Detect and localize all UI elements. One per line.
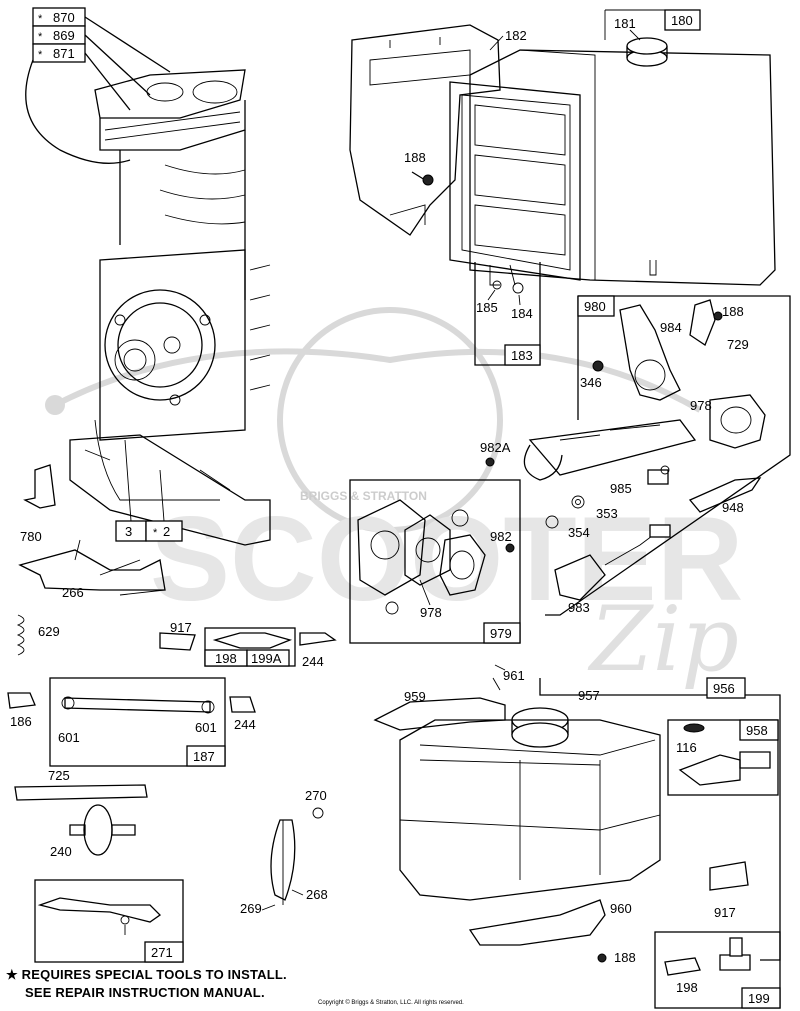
star-icon: ★: [6, 967, 18, 982]
part-label-188: 188: [614, 950, 636, 965]
strap-assembly-183: 183 185 184: [474, 262, 541, 366]
part-label-346: 346: [580, 375, 602, 390]
star-mark: *: [38, 13, 43, 25]
watermark: SCOOTER BRIGGS & STRATTON Zip: [45, 307, 743, 692]
part-label-184: 184: [511, 306, 533, 321]
part-label-960: 960: [610, 901, 632, 916]
part-label-116: 116: [676, 740, 697, 755]
part-label-198: 198: [676, 980, 698, 995]
part-label-978: 978: [420, 605, 442, 620]
part-label-959: 959: [404, 689, 426, 704]
part-label-871: 871: [53, 46, 75, 61]
part-268-270-drawing: 270 268 269: [240, 788, 328, 916]
part-label-268: 268: [306, 887, 328, 902]
watermark-brand-text: BRIGGS & STRATTON: [300, 489, 427, 503]
part-label-870: 870: [53, 10, 75, 25]
part-label-629: 629: [38, 624, 60, 639]
part-271-drawing: 271: [34, 879, 184, 963]
part-label-957: 957: [578, 688, 600, 703]
part-label-983: 983: [568, 600, 590, 615]
part-label-183: 183: [511, 348, 533, 363]
part-629-drawing: 629: [16, 614, 60, 656]
part-label-199a: 199A: [251, 651, 282, 666]
part-label-244: 244: [302, 654, 324, 669]
part-label-958: 958: [746, 723, 768, 738]
part-label-601: 601: [195, 720, 217, 735]
part-label-729: 729: [727, 337, 749, 352]
repair-manual-note: SEE REPAIR INSTRUCTION MANUAL.: [25, 985, 265, 1000]
part-label-266: 266: [62, 585, 84, 600]
star-mark: *: [38, 31, 43, 43]
note-line-1: REQUIRES SPECIAL TOOLS TO INSTALL.: [21, 967, 287, 982]
gasket-label-group: * 870 * 869 * 871: [25, 7, 171, 164]
part-label-601: 601: [58, 730, 80, 745]
part-label-271: 271: [151, 945, 173, 960]
engine-block-drawing: [69, 69, 271, 546]
part-label-181: 181: [614, 16, 636, 31]
part-label-780: 780: [20, 529, 42, 544]
watermark-scooter-text: SCOOTER: [150, 492, 743, 626]
part-label-982: 982: [490, 529, 512, 544]
part-label-725: 725: [48, 768, 70, 783]
special-tools-note: ★ REQUIRES SPECIAL TOOLS TO INSTALL.: [6, 967, 287, 983]
part-label-180: 180: [671, 13, 693, 28]
part-label-961: 961: [503, 668, 525, 683]
star-mark: *: [153, 527, 158, 539]
part-label-244: 244: [234, 717, 256, 732]
part-label-917: 917: [714, 905, 736, 920]
part-label-354: 354: [568, 525, 590, 540]
part-label-188: 188: [404, 150, 426, 165]
part-label-982a: 982A: [480, 440, 511, 455]
part-780-drawing: 780: [20, 464, 56, 544]
part-label-980: 980: [584, 299, 606, 314]
watermark-zip-text: Zip: [587, 587, 739, 692]
part-266-drawing: 266: [18, 539, 166, 600]
part-725-drawing: 725: [14, 768, 148, 801]
part-label-2: 2: [163, 524, 170, 539]
part-label-188: 188: [722, 304, 744, 319]
part-917-198-drawing: 917 198 199A 244: [159, 620, 337, 669]
part-label-199: 199: [748, 991, 770, 1006]
part-label-869: 869: [53, 28, 75, 43]
part-label-270: 270: [305, 788, 327, 803]
part-label-240: 240: [50, 844, 72, 859]
kit-979-drawing: 979 982 978: [349, 479, 521, 644]
star-mark: *: [38, 49, 43, 61]
copyright-text: Copyright © Briggs & Stratton, LLC. All …: [318, 1000, 464, 1006]
part-label-985: 985: [610, 481, 632, 496]
part-label-978: 978: [690, 398, 712, 413]
part-label-198: 198: [215, 651, 237, 666]
part-label-187: 187: [193, 749, 215, 764]
part-label-353: 353: [596, 506, 618, 521]
part-label-917: 917: [170, 620, 192, 635]
part-label-984: 984: [660, 320, 682, 335]
part-187-drawing: 187 601 601 186 244: [7, 677, 256, 767]
part-label-956: 956: [713, 681, 735, 696]
part-label-182: 182: [505, 28, 527, 43]
kit-980-drawing: 980 984 188 729 346 978 982A 985 948 353…: [480, 295, 791, 616]
part-label-269: 269: [240, 901, 262, 916]
tank-bracket-drawing: 182 188: [349, 24, 527, 236]
part-3-2-boxes: 3 * 2: [115, 439, 183, 542]
part-label-979: 979: [490, 626, 512, 641]
part-label-3: 3: [125, 524, 132, 539]
part-label-185: 185: [476, 300, 498, 315]
lower-fuel-tank-drawing: 956 961 959 957 960 188 958 116 917 199 …: [373, 664, 781, 1009]
part-label-186: 186: [10, 714, 32, 729]
part-240-drawing: 240: [50, 804, 136, 859]
part-label-948: 948: [722, 500, 744, 515]
